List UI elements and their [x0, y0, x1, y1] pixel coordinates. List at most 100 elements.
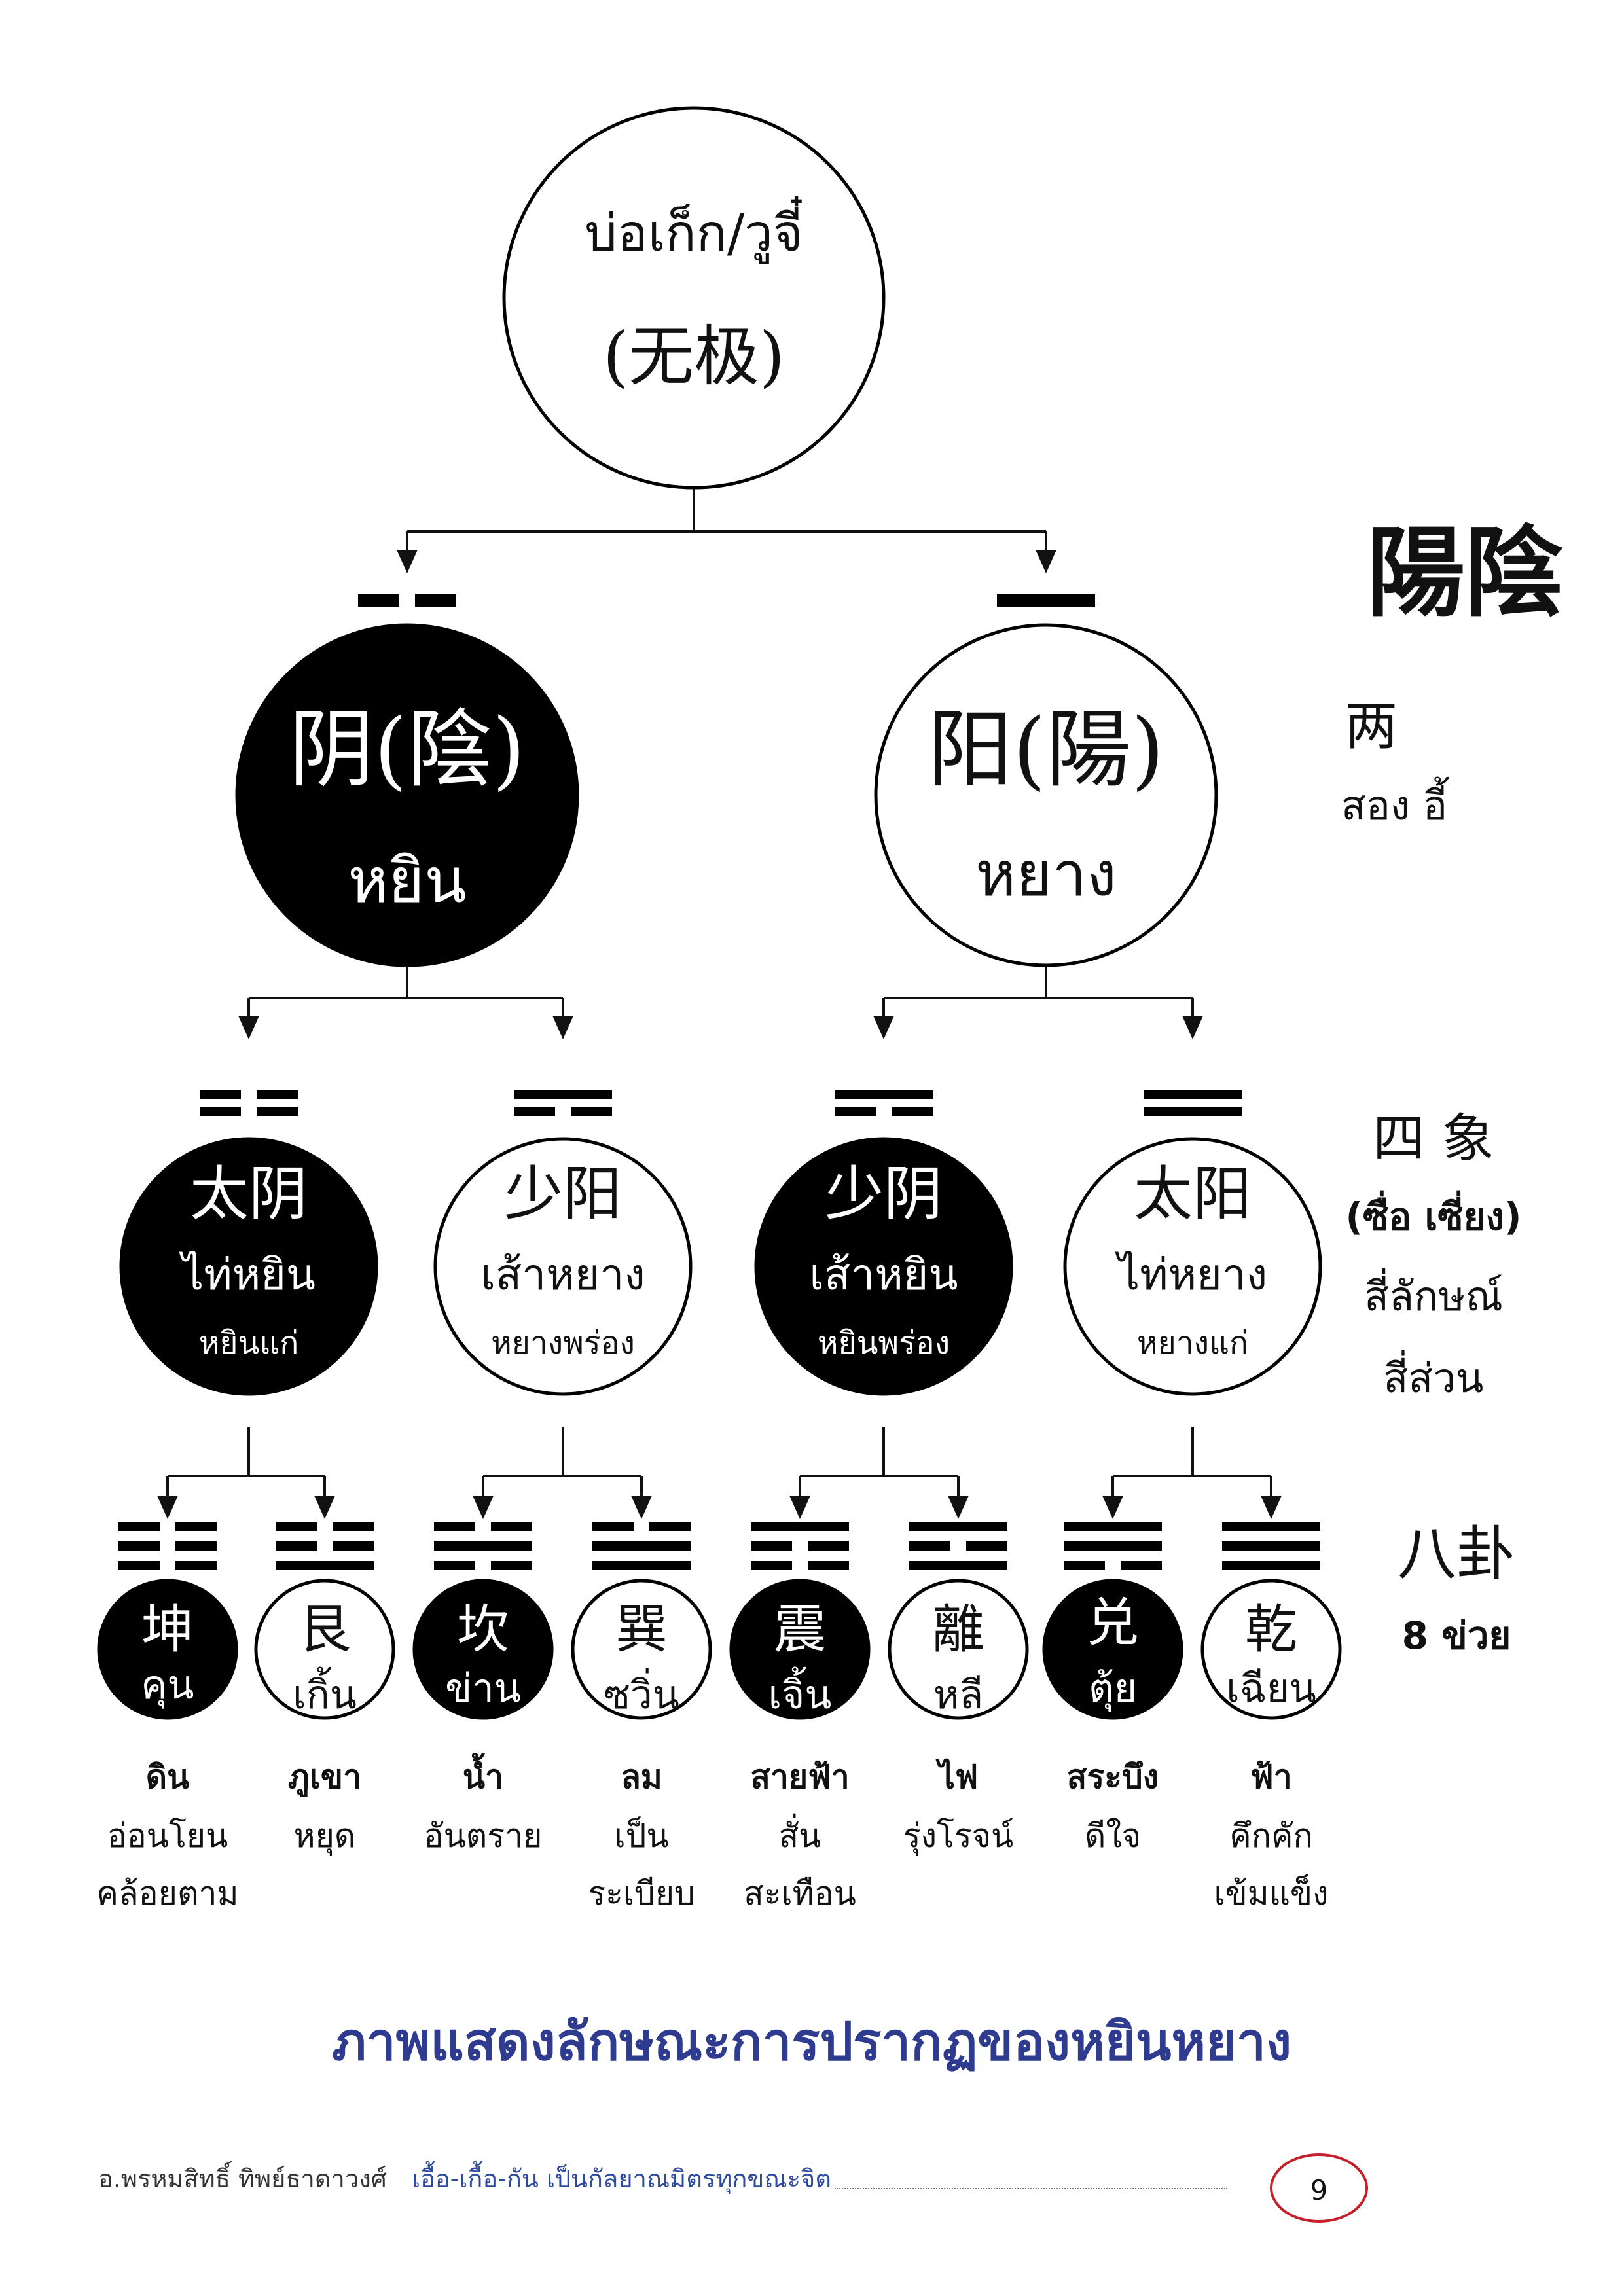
side-four-thai: (ซื่อ เซี่ยง)	[1345, 1194, 1522, 1239]
gen-trigram-line-3-b	[333, 1522, 374, 1531]
page-number: 9	[1270, 2153, 1368, 2223]
li-desc-line1: รุ่งโรจน์	[903, 1817, 1014, 1855]
side-two-chinese: 两	[1345, 696, 1398, 757]
kun-thai-label: คุน	[141, 1662, 194, 1708]
taiyin-yao-line-1-b	[257, 1107, 298, 1116]
taiyang-yao-line-1	[1144, 1107, 1242, 1116]
kan-trigram-line-3-b	[491, 1522, 532, 1531]
xun-desc-line1: เป็น	[614, 1817, 669, 1855]
kan-trigram-line-3-a	[434, 1522, 475, 1531]
xun-element-label: ลม	[621, 1758, 662, 1796]
dui-trigram-line-1-b	[1121, 1561, 1162, 1570]
qian-trigram-line-2	[1222, 1541, 1320, 1551]
li-trigram-line-1	[909, 1561, 1007, 1570]
li-trigram-line-2-a	[909, 1541, 950, 1551]
footer-author: อ.พรหมสิทธิ์ ทิพย์ธาดาวงศ์	[98, 2164, 387, 2193]
taiyin-meaning-label: หยินแก่	[198, 1325, 299, 1361]
kan-thai-label: ข่าน	[445, 1666, 521, 1712]
yin-yao-line-1-b	[415, 594, 456, 607]
qian-element-label: ฟ้า	[1250, 1758, 1292, 1796]
qian-trigram-line-1	[1222, 1561, 1320, 1570]
shaoyin-thai-label: เส้าหยิน	[809, 1249, 958, 1300]
kun-chinese-label: 坤	[141, 1599, 194, 1660]
xun-thai-label: ซวิ่น	[604, 1672, 679, 1718]
side-two-thai: สอง อี้	[1341, 781, 1448, 829]
kan-circle	[412, 1579, 554, 1720]
shaoyin-yao-line-1-a	[835, 1107, 876, 1116]
zhen-circle	[729, 1579, 871, 1720]
taiyang-circle	[1063, 1137, 1322, 1396]
yang-thai-label: หยาง	[975, 839, 1117, 910]
taiyang-chinese-label: 太阳	[1134, 1160, 1252, 1229]
taiyin-chinese-label: 太阴	[190, 1160, 308, 1229]
kan-trigram-line-2	[434, 1541, 532, 1551]
xun-trigram-line-1	[592, 1561, 691, 1570]
xun-desc-line2: ระเบียบ	[588, 1874, 695, 1912]
gen-trigram-line-3-a	[276, 1522, 317, 1531]
xun-trigram-line-3-b	[649, 1522, 691, 1531]
gen-thai-label: เกิ้น	[293, 1672, 357, 1718]
qian-chinese-label: 乾	[1245, 1599, 1297, 1660]
xun-trigram-line-2	[592, 1541, 691, 1551]
kun-trigram-line-3-b	[175, 1522, 217, 1531]
dui-thai-label: ตุ้ย	[1088, 1666, 1138, 1712]
footer-dotted-rule	[835, 2188, 1227, 2189]
zhen-trigram-line-2-b	[808, 1541, 849, 1551]
zhen-trigram-line-1-a	[751, 1561, 792, 1570]
side-four-desc1: สี่ลักษณ์	[1364, 1272, 1503, 1320]
qian-trigram-line-3	[1222, 1522, 1320, 1531]
yin-chinese-label: 阴(陰)	[289, 700, 526, 799]
zhen-chinese-label: 震	[774, 1599, 826, 1660]
side-eight-thai: 8 ข่วย	[1401, 1613, 1511, 1658]
footer: อ.พรหมสิทธิ์ ทิพย์ธาดาวงศ์ เอื้อ-เกื้อ-ก…	[98, 2166, 831, 2191]
shaoyin-chinese-label: 少阴	[825, 1160, 943, 1229]
li-trigram-line-3	[909, 1522, 1007, 1531]
li-element-label: ไฟ	[938, 1758, 979, 1796]
qian-thai-label: เฉียน	[1226, 1666, 1316, 1712]
taiyang-meaning-label: หยางแก่	[1136, 1325, 1249, 1361]
li-chinese-label: 離	[932, 1599, 984, 1660]
dui-trigram-line-2	[1064, 1541, 1162, 1551]
figure-caption: ภาพแสดงลักษณะการปรากฏของหยินหยาง	[331, 2011, 1292, 2072]
shaoyang-yao-line-2	[514, 1090, 612, 1099]
dui-element-label: สระบึง	[1066, 1758, 1159, 1796]
qian-circle	[1200, 1579, 1342, 1720]
kun-circle	[97, 1579, 238, 1720]
kun-trigram-line-1-b	[175, 1561, 217, 1570]
gen-trigram-line-1	[276, 1561, 374, 1570]
yin-thai-label: หยิน	[348, 846, 467, 917]
shaoyang-chinese-label: 少阳	[504, 1160, 622, 1229]
shaoyang-thai-label: เส้าหยาง	[480, 1249, 645, 1300]
dui-chinese-label: 兑	[1087, 1592, 1139, 1653]
dui-desc-line1: ดีใจ	[1084, 1817, 1142, 1855]
shaoyin-yao-line-1-b	[892, 1107, 933, 1116]
taiyin-yao-line-1-a	[200, 1107, 241, 1116]
kun-element-label: ดิน	[145, 1758, 190, 1796]
side-four-chinese: 四 象	[1373, 1108, 1494, 1169]
taiyin-thai-label: ไท่หยิน	[182, 1249, 316, 1300]
li-trigram-line-2-b	[966, 1541, 1007, 1551]
kan-chinese-label: 坎	[457, 1599, 509, 1660]
shaoyin-yao-line-2	[835, 1090, 933, 1099]
zhen-thai-label: เจิ้น	[768, 1672, 832, 1718]
root-circle	[502, 106, 886, 490]
xun-trigram-line-3-a	[592, 1522, 634, 1531]
kun-desc-line2: คล้อยตาม	[96, 1874, 239, 1912]
footer-motto: เอื้อ-เกื้อ-กัน เป็นกัลยาณมิตรทุกขณะจิต	[412, 2164, 831, 2193]
zhen-desc-line2: สะเทือน	[744, 1874, 856, 1912]
li-thai-label: หลี	[933, 1672, 984, 1718]
taiyin-yao-line-2-a	[200, 1090, 241, 1099]
shaoyang-yao-line-1-a	[514, 1107, 555, 1116]
shaoyang-meaning-label: หยางพร่อง	[491, 1325, 635, 1361]
dui-trigram-line-1-a	[1064, 1561, 1105, 1570]
kan-element-label: น้ำ	[462, 1758, 504, 1796]
taiyang-thai-label: ไท่หยาง	[1117, 1249, 1268, 1300]
yin-circle	[235, 623, 579, 967]
dui-circle	[1042, 1579, 1183, 1720]
kun-trigram-line-2-a	[118, 1541, 160, 1551]
gen-trigram-line-2-a	[276, 1541, 317, 1551]
kan-trigram-line-1-a	[434, 1561, 475, 1570]
zhen-trigram-line-1-b	[808, 1561, 849, 1570]
yang-chinese-label: 阳(陽)	[928, 700, 1164, 799]
